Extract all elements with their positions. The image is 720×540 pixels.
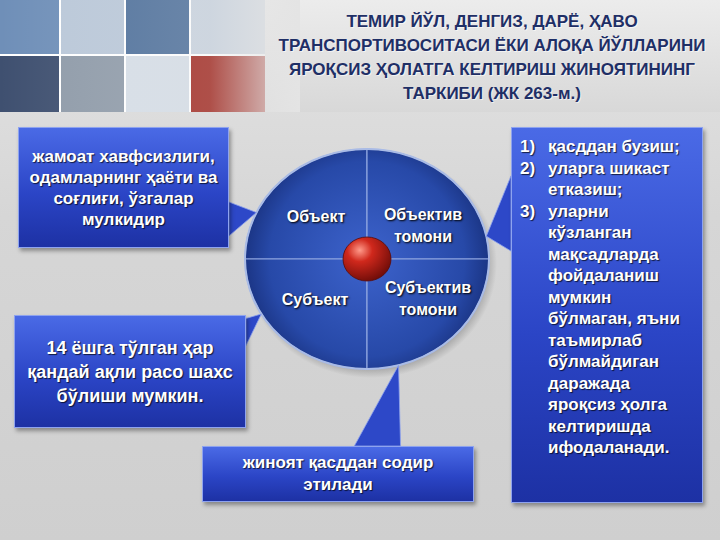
callout-pointer: [486, 176, 511, 251]
quadrant-fill: [245, 149, 367, 259]
callout-pointer: [246, 314, 261, 346]
quadrant-segment: Объект: [245, 149, 367, 259]
list-number: 3): [520, 201, 548, 459]
callout-text: 14 ёшга тўлган ҳар қандай ақли расо шахс…: [23, 336, 237, 408]
segment-label: Объектив томони: [373, 204, 473, 248]
list-item: қасддан бузиш;: [548, 136, 694, 158]
callout-pointer: [229, 202, 256, 236]
circle-shadow: [245, 150, 497, 378]
quadrant-segment: Субъект: [245, 259, 367, 369]
quadrant-segment: Объектив томони: [367, 149, 489, 259]
list-box: 1)қасддан бузиш;2)уларга шикаст етказиш;…: [511, 127, 703, 503]
diagram-title: ТЕМИР ЙЎЛ, ДЕНГИЗ, ДАРЁ, ҲАВО ТРАНСПОРТИ…: [268, 10, 716, 106]
list-number: 1): [520, 136, 548, 158]
callout-pointer: [354, 365, 400, 446]
quadrant-segment: Субъектив томони: [367, 259, 489, 369]
quadrant-shape: [245, 259, 367, 369]
callout-box: 14 ёшга тўлган ҳар қандай ақли расо шахс…: [14, 315, 246, 428]
segment-label: Объект: [276, 206, 356, 228]
segment-label: Субъект: [271, 289, 359, 311]
quadrant-fill: [367, 149, 489, 259]
segment-label: Субъектив томони: [378, 277, 478, 321]
header-band: [0, 0, 720, 112]
quadrant-fill: [245, 259, 367, 369]
quadrant-fill: [367, 259, 489, 369]
list-item: уларни кўзланган мақсадларда фойдаланиш …: [548, 201, 694, 459]
callout-text: жамоат хавфсизлиги, одамларнинг ҳаёти ва…: [27, 146, 220, 230]
list-number: 2): [520, 158, 548, 201]
callout-text: жиноят қасддан содир этилади: [211, 452, 465, 496]
list-item: уларга шикаст етказиш;: [548, 158, 694, 201]
banner-photos: [0, 0, 300, 112]
callout-box: жиноят қасддан содир этилади: [202, 446, 474, 502]
quadrant-shape: [245, 149, 367, 259]
circle-outline: [245, 149, 489, 369]
callout-box: жамоат хавфсизлиги, одамларнинг ҳаёти ва…: [18, 127, 229, 248]
